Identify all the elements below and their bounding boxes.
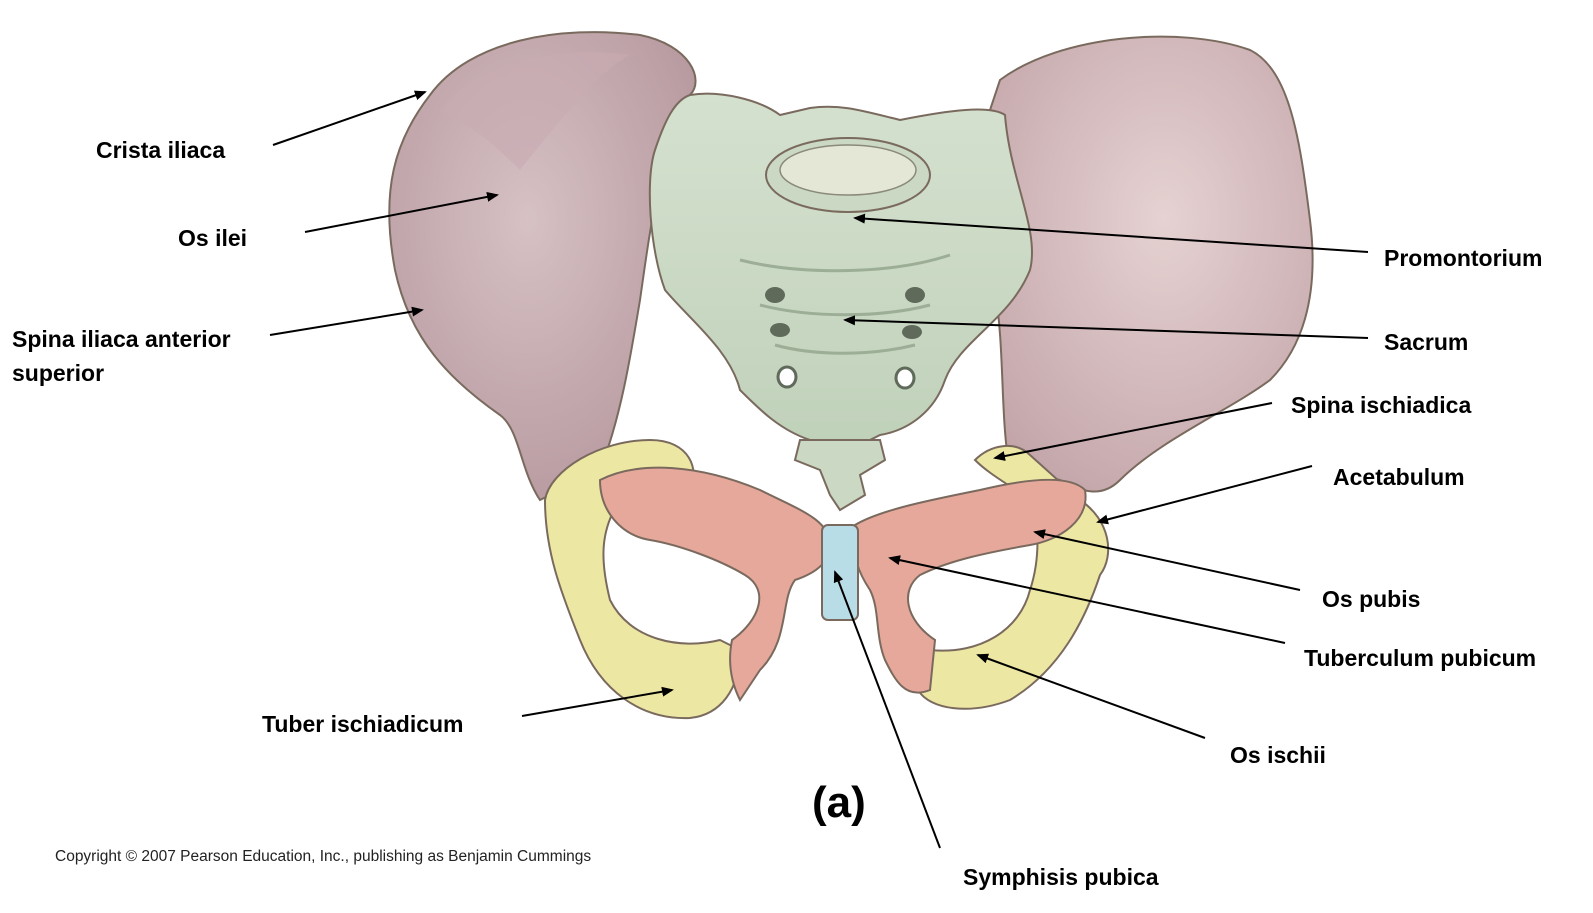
label-os-ilei: Os ilei [178, 221, 247, 255]
label-spina-iliaca: Spina iliaca anterior superior [12, 322, 272, 390]
label-os-pubis: Os pubis [1322, 582, 1420, 616]
label-promontorium: Promontorium [1384, 241, 1542, 275]
label-spina-ischiadica: Spina ischiadica [1291, 388, 1471, 422]
label-acetabulum: Acetabulum [1333, 460, 1465, 494]
arrow-acetabulum [1098, 466, 1312, 522]
arrow-spina-iliaca [270, 310, 422, 335]
symphysis-pubica [822, 525, 858, 620]
coccyx [795, 440, 885, 510]
label-crista-iliaca: Crista iliaca [96, 133, 225, 167]
label-sacrum: Sacrum [1384, 325, 1468, 359]
label-tuberculum-pubicum: Tuberculum pubicum [1304, 641, 1536, 675]
label-os-ischii: Os ischii [1230, 738, 1326, 772]
label-symphisis-pubica: Symphisis pubica [963, 860, 1159, 894]
label-tuber-ischiadicum: Tuber ischiadicum [262, 707, 464, 741]
panel-letter: (a) [812, 778, 866, 828]
arrow-crista-iliaca [273, 92, 425, 145]
copyright-notice: Copyright © 2007 Pearson Education, Inc.… [55, 848, 591, 866]
